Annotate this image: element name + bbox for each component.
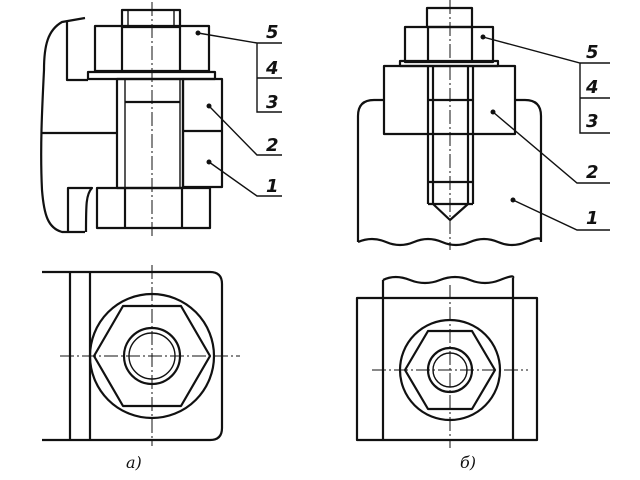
label-2: 2 (586, 162, 599, 183)
bolt-shank (115, 77, 185, 190)
label-3: 3 (586, 111, 599, 132)
label-4: 4 (585, 77, 599, 98)
label-5: 5 (586, 42, 599, 63)
label-1: 1 (586, 208, 599, 229)
figure-b-section (356, 0, 610, 250)
bolt-head (95, 186, 212, 230)
label-3: 3 (266, 92, 279, 113)
label-2: 2 (266, 135, 279, 156)
label-4: 4 (265, 58, 279, 79)
caption-b: б) (460, 453, 476, 472)
caption-a: а) (126, 453, 142, 472)
figure-a-section (40, 2, 282, 238)
figure-a-plan (42, 265, 240, 446)
nut-5 (403, 25, 495, 64)
bolt-end (120, 8, 182, 29)
figure-b-plan (355, 275, 539, 448)
bracket-outline (40, 16, 86, 234)
bracket-upper-arm (65, 22, 88, 82)
label-5: 5 (266, 22, 279, 43)
block-2 (181, 77, 224, 189)
label-1: 1 (266, 176, 279, 197)
bracket-lower-arm (66, 186, 94, 233)
body-1 (356, 98, 543, 242)
